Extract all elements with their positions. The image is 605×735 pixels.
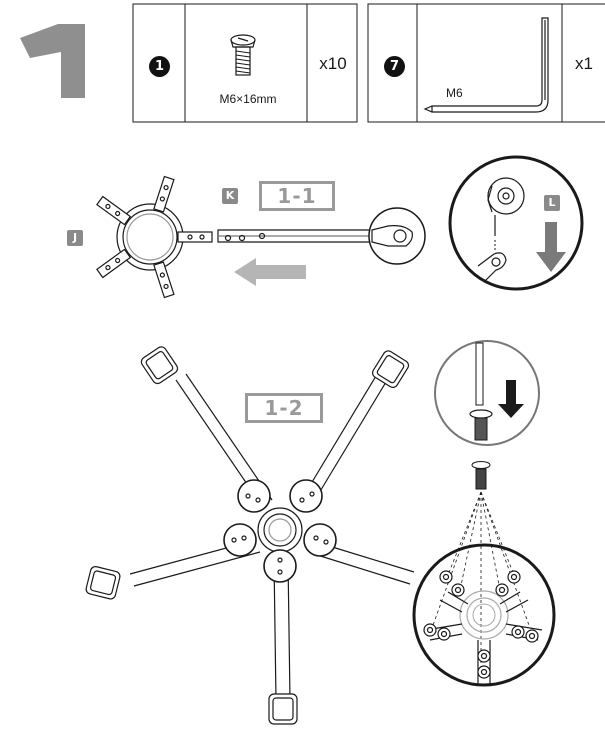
tighten-down-arrow bbox=[498, 380, 524, 418]
callout-lines bbox=[431, 491, 531, 670]
allen-key-size-label: M6 bbox=[446, 86, 463, 100]
screw-quantity: x10 bbox=[319, 54, 347, 73]
parts-table-screw bbox=[132, 3, 358, 123]
part-label-k: K bbox=[222, 188, 238, 204]
base-assembly bbox=[85, 346, 415, 725]
part-label-l: L bbox=[544, 195, 560, 211]
loose-screw bbox=[471, 461, 491, 490]
part-label-j: J bbox=[67, 230, 83, 246]
screw-icon bbox=[230, 34, 256, 76]
step-number-glyph bbox=[20, 24, 85, 98]
substep-1-1-box: 1-1 bbox=[259, 181, 335, 211]
allen-key-icon bbox=[423, 17, 549, 113]
screw-size-label: M6×16mm bbox=[219, 92, 277, 106]
star-base-j bbox=[96, 175, 213, 299]
screw-insert-detail bbox=[434, 340, 540, 446]
caster-down-arrow bbox=[536, 222, 566, 272]
part-index-1: 1 bbox=[149, 56, 170, 77]
caster-detail bbox=[448, 155, 584, 291]
parts-table-allen-key bbox=[367, 3, 605, 123]
allen-key-quantity: x1 bbox=[575, 54, 593, 73]
substep-1-2-box: 1-2 bbox=[245, 393, 323, 423]
slide-left-arrow bbox=[234, 258, 306, 286]
leg-k bbox=[217, 207, 426, 265]
bottom-hub-detail bbox=[412, 543, 556, 687]
part-index-7: 7 bbox=[384, 56, 405, 77]
